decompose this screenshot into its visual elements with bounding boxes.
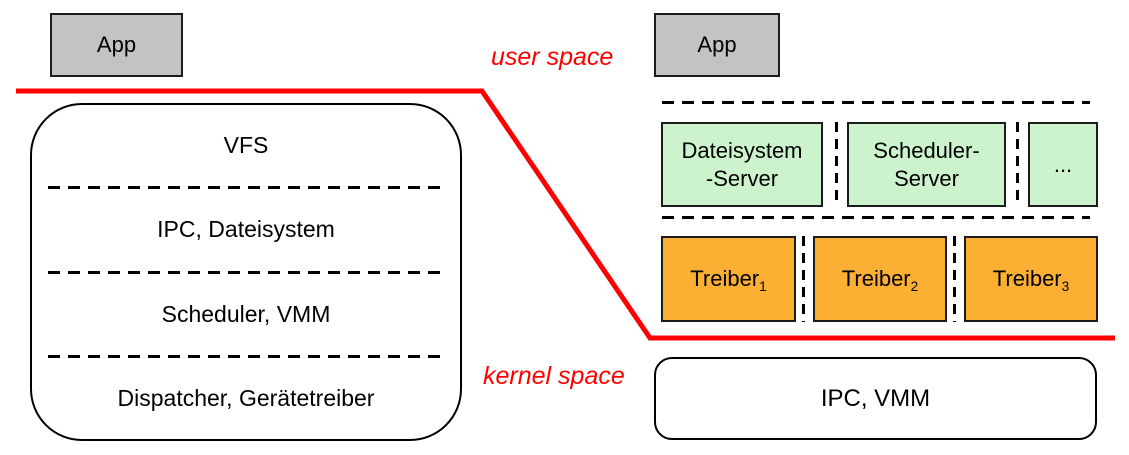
microkernel-app-box: App [654, 13, 780, 77]
layer-ipc-dateisystem: IPC, Dateisystem [157, 216, 335, 243]
treiber2-box: Treiber2 [813, 236, 947, 322]
more-servers-box: ... [1028, 122, 1098, 207]
microkernel-app-label: App [697, 32, 737, 57]
dashed-divider [662, 101, 1090, 104]
more-servers-label: ... [1053, 151, 1073, 177]
monolithic-app-box: App [50, 13, 183, 77]
dashed-divider [48, 354, 445, 358]
dashed-divider [1016, 122, 1019, 207]
treiber3-box: Treiber3 [964, 236, 1098, 322]
monolithic-app-label: App [96, 32, 137, 57]
layer-dispatcher-geraetetreiber: Dispatcher, Gerätetreiber [117, 384, 375, 411]
treiber2-label: Treiber2 [841, 266, 919, 294]
microkernel-kernel-label: IPC, VMM [820, 384, 931, 412]
layer-vfs: VFS [223, 132, 269, 159]
treiber1-label: Treiber1 [690, 266, 767, 294]
scheduler-server-box: Scheduler- Server [847, 122, 1006, 207]
kernel-space-label: kernel space [483, 362, 625, 390]
monolithic-kernel-box: VFS IPC, Dateisystem Scheduler, VMM Disp… [30, 103, 462, 441]
dateisystem-server-label: Dateisystem -Server [681, 138, 803, 191]
dateisystem-server-box: Dateisystem -Server [661, 122, 823, 207]
treiber1-box: Treiber1 [661, 236, 796, 322]
dashed-divider [953, 236, 956, 322]
dashed-divider [802, 236, 805, 322]
treiber3-label: Treiber3 [992, 266, 1070, 294]
microkernel-kernel-box: IPC, VMM [654, 357, 1097, 440]
dashed-divider [835, 122, 838, 207]
scheduler-server-label: Scheduler- Server [873, 138, 980, 191]
dashed-divider [662, 216, 1090, 219]
layer-scheduler-vmm: Scheduler, VMM [161, 300, 331, 327]
user-space-label: user space [491, 43, 614, 71]
